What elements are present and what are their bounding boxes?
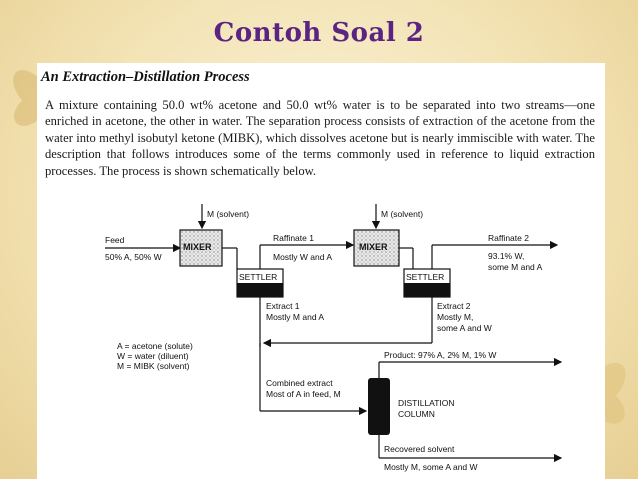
mixer-1-label: MIXER (183, 242, 212, 252)
solvent-1-label: M (solvent) (207, 209, 249, 219)
feed-label: Feed (105, 235, 125, 245)
raffinate-1-composition: Mostly W and A (273, 252, 332, 262)
slide-title: Contoh Soal 2 (213, 18, 425, 48)
settler-1-label: SETTLER (239, 272, 277, 282)
extract-1-label: Extract 1 (266, 301, 300, 311)
recovered-solvent-label: Recovered solvent (384, 444, 455, 454)
extract-2-line2: some A and W (437, 323, 492, 333)
legend-acetone: A = acetone (solute) (117, 341, 193, 351)
raffinate-2-label: Raffinate 2 (488, 233, 529, 243)
mixer-2-box (353, 229, 400, 267)
mixer-2-label: MIXER (359, 242, 388, 252)
extract-2-line1: Mostly M, (437, 312, 473, 322)
solvent-2-label: M (solvent) (381, 209, 423, 219)
settler-2-label: SETTLER (406, 272, 444, 282)
problem-paragraph: A mixture containing 50.0 wt% acetone an… (45, 98, 595, 178)
feed-composition: 50% A, 50% W (105, 252, 162, 262)
combined-extract-label: Combined extract (266, 378, 333, 388)
raffinate-2-line1: 93.1% W, (488, 251, 524, 261)
process-flow-diagram: MIXER SETTLER MIXER SETTLER M (solvent) … (105, 204, 563, 472)
extract-1-composition: Mostly M and A (266, 312, 324, 322)
mixer-1-box (179, 229, 223, 267)
recovered-solvent-composition: Mostly M, some A and W (384, 462, 478, 472)
extract-2-label: Extract 2 (437, 301, 471, 311)
content-panel: An Extraction–Distillation Process A mix… (37, 63, 605, 479)
section-heading: An Extraction–Distillation Process (41, 69, 250, 85)
raffinate-1-label: Raffinate 1 (273, 233, 314, 243)
legend-mibk: M = MIBK (solvent) (117, 361, 190, 371)
legend-water: W = water (diluent) (117, 351, 189, 361)
combined-extract-composition: Most of A in feed, M (266, 389, 341, 399)
raffinate-2-line2: some M and A (488, 262, 543, 272)
column-label-line1: DISTILLATION (398, 398, 455, 408)
product-label: Product: 97% A, 2% M, 1% W (384, 350, 496, 360)
distillation-column (368, 378, 390, 435)
column-label-line2: COLUMN (398, 409, 435, 419)
